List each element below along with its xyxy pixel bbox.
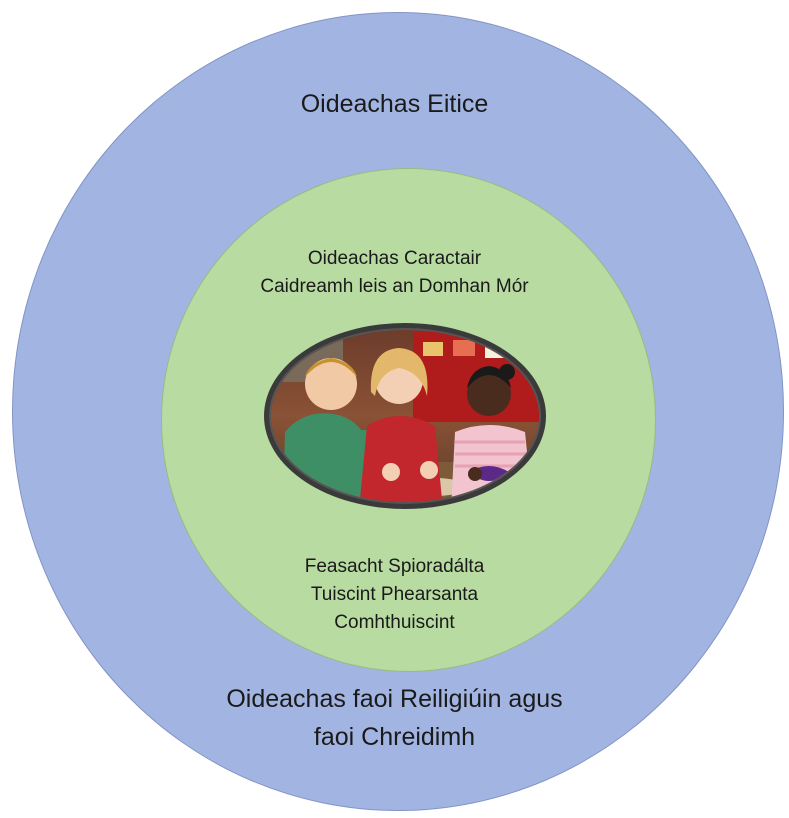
inner-bottom-line-2: Tuiscint Phearsanta <box>310 584 479 605</box>
outer-bottom-line-1: Oideachas faoi Reiligiúin agus <box>226 685 563 713</box>
outer-label-top: Oideachas Eitice <box>300 90 489 118</box>
inner-bottom-line-3: Comhthuiscint <box>334 612 455 633</box>
outer-label-bottom: Oideachas faoi Reiligiúin agus faoi Chre… <box>0 680 789 756</box>
classroom-children-photo <box>264 323 546 509</box>
inner-label-top: Oideachas Caractair Caidreamh leis an Do… <box>0 245 789 301</box>
inner-label-bottom: Feasacht Spioradálta Tuiscint Phearsanta… <box>0 553 789 637</box>
inner-top-line-2: Caidreamh leis an Domhan Mór <box>260 276 529 297</box>
inner-top-line-1: Oideachas Caractair <box>307 248 482 269</box>
outer-bottom-line-2: faoi Chreidimh <box>313 723 476 751</box>
inner-bottom-line-1: Feasacht Spioradálta <box>304 556 485 577</box>
